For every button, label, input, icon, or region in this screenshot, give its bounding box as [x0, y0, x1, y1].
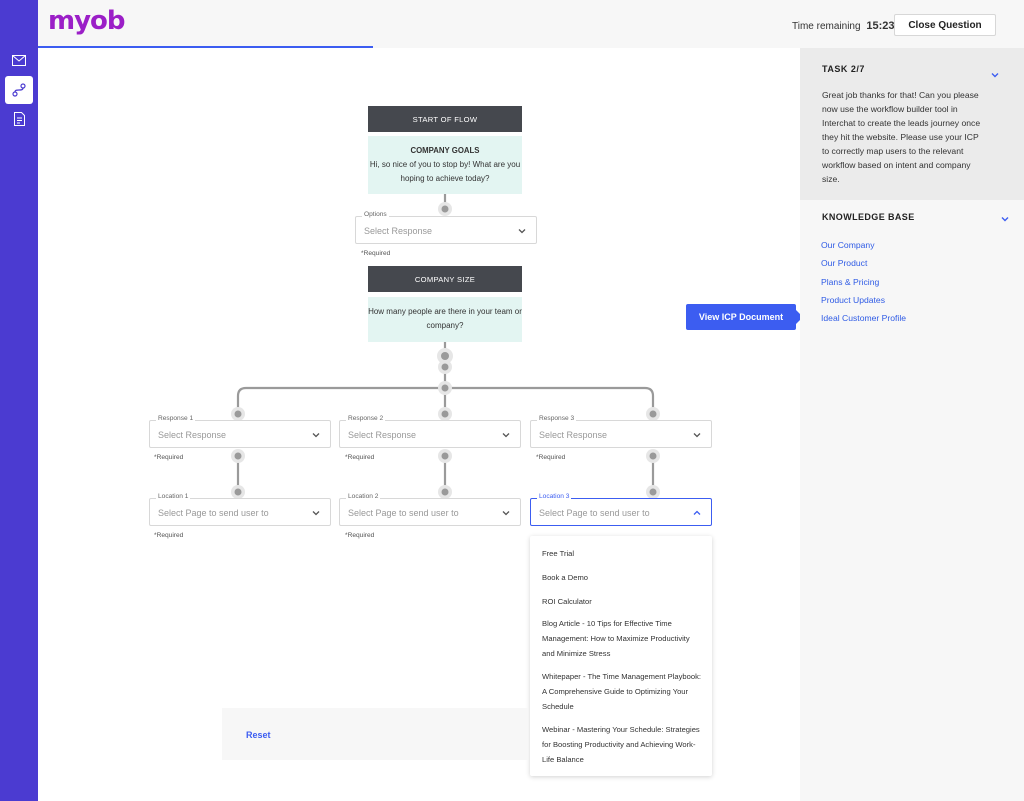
task-panel: TASK 2/7 Great job thanks for that! Can …: [800, 48, 1024, 801]
options-select[interactable]: Options Select Response: [355, 211, 537, 244]
response-2-label: Response 2: [346, 415, 386, 422]
options-label: Options: [362, 211, 389, 218]
options-placeholder: Select Response: [364, 226, 433, 236]
location-3-label: Location 3: [537, 493, 572, 500]
task-title: TASK 2/7: [822, 64, 865, 74]
dropdown-option[interactable]: Whitepaper - The Time Management Playboo…: [542, 672, 701, 711]
location-3-dropdown: Free Trial Book a Demo ROI Calculator Bl…: [530, 536, 712, 776]
close-question-button[interactable]: Close Question: [894, 14, 996, 36]
top-bar: myob Time remaining 15:23 Close Question: [38, 0, 1024, 48]
start-of-flow-node: START OF FLOW: [368, 106, 522, 132]
company-goals-text: Hi, so nice of you to stop by! What are …: [369, 160, 521, 183]
kb-link-our-company[interactable]: Our Company: [821, 240, 875, 250]
options-required: *Required: [361, 250, 391, 257]
chevron-down-icon[interactable]: [990, 70, 1000, 80]
myob-logo: myob: [48, 6, 126, 36]
response-3-required: *Required: [536, 454, 566, 461]
mail-icon[interactable]: [5, 46, 33, 74]
chevron-down-icon: [502, 511, 510, 516]
left-sidebar: [0, 0, 38, 801]
response-2-select[interactable]: Response 2 Select Response: [339, 415, 521, 448]
chevron-down-icon: [693, 433, 701, 438]
company-size-text: How many people are there in your team o…: [368, 307, 522, 330]
chevron-down-icon: [502, 433, 510, 438]
location-2-label: Location 2: [346, 493, 381, 500]
location-1-select[interactable]: Location 1 Select Page to send user to: [149, 493, 331, 526]
response-1-label: Response 1: [156, 415, 196, 422]
reset-button[interactable]: Reset: [246, 730, 271, 740]
company-goals-node: COMPANY GOALS Hi, so nice of you to stop…: [368, 136, 522, 194]
chevron-down-icon: [312, 511, 320, 516]
dropdown-option[interactable]: Book a Demo: [542, 573, 589, 582]
location-3-placeholder: Select Page to send user to: [539, 508, 650, 518]
kb-link-ideal-customer-profile[interactable]: Ideal Customer Profile: [821, 313, 907, 323]
view-icp-document-button[interactable]: View ICP Document: [686, 304, 803, 330]
chevron-down-icon: [518, 229, 526, 234]
location-2-select[interactable]: Location 2 Select Page to send user to: [339, 493, 521, 526]
time-remaining: Time remaining 15:23: [792, 20, 894, 32]
response-2-placeholder: Select Response: [348, 430, 417, 440]
task-card: TASK 2/7 Great job thanks for that! Can …: [800, 48, 1024, 200]
response-3-select[interactable]: Response 3 Select Response: [530, 415, 712, 448]
company-goals-title: COMPANY GOALS: [410, 146, 480, 155]
workflow-icon[interactable]: [5, 76, 33, 104]
response-2-required: *Required: [345, 454, 375, 461]
knowledge-base-title: KNOWLEDGE BASE: [822, 212, 915, 222]
kb-link-product-updates[interactable]: Product Updates: [821, 295, 886, 305]
dropdown-option[interactable]: Free Trial: [542, 549, 575, 558]
task-description: Great job thanks for that! Can you pleas…: [822, 90, 981, 184]
dropdown-option[interactable]: Blog Article - 10 Tips for Effective Tim…: [542, 619, 690, 658]
company-size-node: COMPANY SIZE: [368, 266, 522, 292]
kb-link-our-product[interactable]: Our Product: [821, 258, 868, 268]
dropdown-option[interactable]: ROI Calculator: [542, 597, 592, 606]
location-2-placeholder: Select Page to send user to: [348, 508, 459, 518]
chevron-down-icon: [312, 433, 320, 438]
response-1-select[interactable]: Response 1 Select Response: [149, 415, 331, 448]
response-3-label: Response 3: [537, 415, 577, 422]
chevron-down-icon[interactable]: [1000, 214, 1010, 224]
time-remaining-value: 15:23: [866, 20, 895, 32]
chevron-up-icon: [693, 510, 701, 515]
response-3-placeholder: Select Response: [539, 430, 608, 440]
kb-link-plans-pricing[interactable]: Plans & Pricing: [821, 277, 880, 287]
response-1-required: *Required: [154, 454, 184, 461]
response-1-placeholder: Select Response: [158, 430, 227, 440]
company-size-question: How many people are there in your team o…: [368, 297, 522, 342]
location-1-placeholder: Select Page to send user to: [158, 508, 269, 518]
reset-bar: Reset: [222, 708, 528, 760]
location-1-required: *Required: [154, 532, 184, 539]
document-icon[interactable]: [5, 105, 33, 133]
task-progress-bar: [38, 46, 373, 48]
location-2-required: *Required: [345, 532, 375, 539]
dropdown-option[interactable]: Webinar - Mastering Your Schedule: Strat…: [542, 725, 700, 764]
time-remaining-label: Time remaining: [792, 21, 861, 32]
location-3-select[interactable]: Location 3 Select Page to send user to: [530, 493, 712, 526]
location-1-label: Location 1: [156, 493, 191, 500]
